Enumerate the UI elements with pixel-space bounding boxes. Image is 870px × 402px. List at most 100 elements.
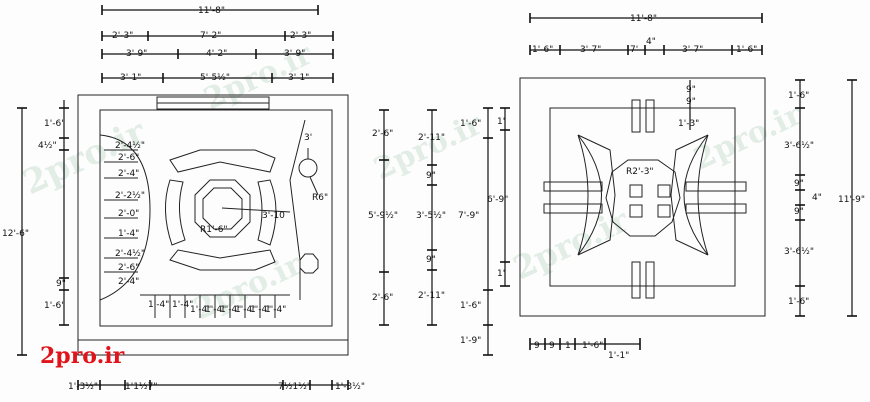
dim-label: 3'-1" bbox=[120, 73, 141, 83]
site-logo[interactable]: 2pro.ir bbox=[40, 343, 125, 369]
dim-label: 2'-3" bbox=[112, 31, 133, 41]
dim-label: 2'-4½" bbox=[115, 249, 145, 259]
dim-overall-width: 11'-8" bbox=[198, 6, 225, 16]
dim-label: 1'-6" bbox=[788, 91, 809, 101]
radius-small-label: R6" bbox=[312, 193, 328, 203]
left-plan: 11'-8" 2'-3" 7'-2" 2'-3" 3'-9" 4'-2" 3'-… bbox=[2, 5, 493, 392]
dim-label: 5'-5½" bbox=[200, 73, 230, 83]
dim-label: 1'-4" bbox=[172, 300, 193, 310]
right-top-dimensions: 11'-8" 1'-6" 3'-7" 7' 4" 3'-7" 1'-6" bbox=[529, 13, 763, 55]
dim-label: 3'-5½" bbox=[416, 211, 446, 221]
octagon-main bbox=[194, 179, 251, 238]
center-polygon bbox=[605, 159, 681, 237]
dim-label: 1 bbox=[565, 341, 571, 351]
left-bar bbox=[543, 181, 603, 192]
dim-label: 2'-0" bbox=[118, 209, 139, 219]
horizontal-dim: 3'-10 bbox=[262, 211, 285, 221]
small-circle-top bbox=[298, 158, 318, 178]
dim-label: 9" bbox=[56, 279, 66, 289]
dim-label: 3'-7" bbox=[580, 45, 601, 55]
right-bar bbox=[685, 181, 747, 192]
right-outer-frame bbox=[519, 77, 766, 317]
dim-label: 6'-9" bbox=[487, 195, 508, 205]
dim-label: 1'-6" bbox=[460, 301, 481, 311]
left-outer-frame bbox=[77, 94, 349, 356]
dim-label: 3'-9" bbox=[126, 49, 147, 59]
dim-label: 4½" bbox=[38, 141, 57, 151]
dim-label: 1'-9" bbox=[460, 336, 481, 346]
dim-label: 3'-1" bbox=[288, 73, 309, 83]
bottom-bar bbox=[645, 261, 655, 299]
dim-label: 2'-6" bbox=[372, 293, 393, 303]
bottom-bar bbox=[631, 261, 641, 299]
dim-label: 5'-9½" bbox=[368, 211, 398, 221]
dim-label: 4" bbox=[812, 193, 822, 203]
right-inner-frame bbox=[549, 107, 736, 287]
dim-label: 1'-6" bbox=[460, 119, 481, 129]
bottom-row-labels: 1'-4" 1'-4" 1'-4" 1'-4" 1'-4" 1'-4" 1'-4… bbox=[148, 300, 286, 315]
dim-label: 1'-6" bbox=[788, 297, 809, 307]
dim-label: 1' bbox=[497, 269, 505, 279]
left-bottom-dimensions: 1'-3½" 1'1½7" 7½1½" 1'-3½" bbox=[68, 380, 365, 392]
center-radius: R2'-3" bbox=[626, 167, 654, 177]
dim-label: 9" bbox=[794, 207, 804, 217]
dim-label: 4" bbox=[646, 37, 656, 47]
dim-label: 1'-4" bbox=[205, 305, 226, 315]
left-top-dimensions: 11'-8" 2'-3" 7'-2" 2'-3" 3'-9" 4'-2" 3'-… bbox=[101, 5, 334, 83]
dim-label: 9" bbox=[426, 171, 436, 181]
right-bar bbox=[685, 203, 747, 214]
dim-label: 3'-7" bbox=[682, 45, 703, 55]
right-right-dimensions: 1'-6" 3'-6½" 9" 4" 9" 3'-6½" 1'-6" 11'-9… bbox=[784, 79, 865, 317]
left-plan-right-dimensions: 2'-6" 5'-9½" 2'-6" 2'-11" 9" 3'-5½" 9" 2… bbox=[368, 107, 493, 356]
top-bar bbox=[631, 99, 641, 133]
top-bar bbox=[645, 99, 655, 133]
dim-overall-height: 12'-6" bbox=[2, 229, 29, 239]
dim-label: 1'-4" bbox=[235, 305, 256, 315]
dim-label: 1'-6" bbox=[582, 341, 603, 351]
dim-label: 2'-4½" bbox=[115, 141, 145, 151]
dim-label: 2'-6" bbox=[372, 129, 393, 139]
dim-label: 1'-1" bbox=[608, 351, 629, 361]
dim-label: 1'-3½" bbox=[335, 382, 365, 392]
dim-label: 1'-4" bbox=[190, 305, 211, 315]
dim-label: 1'-3" bbox=[678, 119, 699, 129]
right-plan: 11'-8" 1'-6" 3'-7" 7' 4" 3'-7" 1'-6" bbox=[487, 13, 865, 361]
dim-label: 2'-4" bbox=[118, 169, 139, 179]
right-left-dimensions: 1' 6'-9" 1' bbox=[487, 107, 510, 287]
dim-label: 2'-11" bbox=[418, 133, 445, 143]
dim-label: 2'-11" bbox=[418, 291, 445, 301]
dim-label: 2'-4" bbox=[118, 277, 139, 287]
dim-label: 7' bbox=[630, 45, 638, 55]
watermark: 2pro.ir bbox=[189, 247, 309, 328]
dim-label: 9 bbox=[549, 341, 555, 351]
dim-label: 3'-6½" bbox=[784, 141, 814, 151]
dim-label: 9" bbox=[426, 255, 436, 265]
radius-label: R1'-6" bbox=[200, 225, 228, 235]
dim-label: 9" bbox=[686, 97, 696, 107]
left-inner-frame bbox=[99, 109, 333, 327]
dim-label: 4'-2" bbox=[206, 49, 227, 59]
bottom-legs bbox=[154, 295, 276, 318]
left-vertical-dimensions: 12'-6" 1'-6" 4½" 9" 1'-6" bbox=[2, 100, 69, 356]
central-ornament: R1'-6" 3'-10 bbox=[164, 149, 291, 271]
dim-label: 1'-3½" bbox=[68, 382, 98, 392]
dim-label: 1'-4" bbox=[148, 300, 169, 310]
dim-label: 1'-4" bbox=[265, 305, 286, 315]
dim-label: 1'-4" bbox=[220, 305, 241, 315]
dim-label: 1'-6" bbox=[532, 45, 553, 55]
dim-label: 3'-6½" bbox=[784, 247, 814, 257]
dim-label: 2'-6" bbox=[118, 153, 139, 163]
dim-label: 9" bbox=[794, 179, 804, 189]
dim-label: 7'-2" bbox=[200, 31, 221, 41]
dim-label: 9 bbox=[534, 341, 540, 351]
dim-overall-height: 11'-9" bbox=[838, 195, 865, 205]
inner-left-ticks bbox=[104, 149, 138, 273]
left-curved-edge bbox=[99, 134, 151, 301]
left-bar bbox=[543, 203, 603, 214]
dim-label: 1' bbox=[497, 117, 505, 127]
dim-label: 1'-6" bbox=[736, 45, 757, 55]
dim-label: 1'-4" bbox=[118, 229, 139, 239]
right-slant-edge bbox=[289, 119, 306, 300]
